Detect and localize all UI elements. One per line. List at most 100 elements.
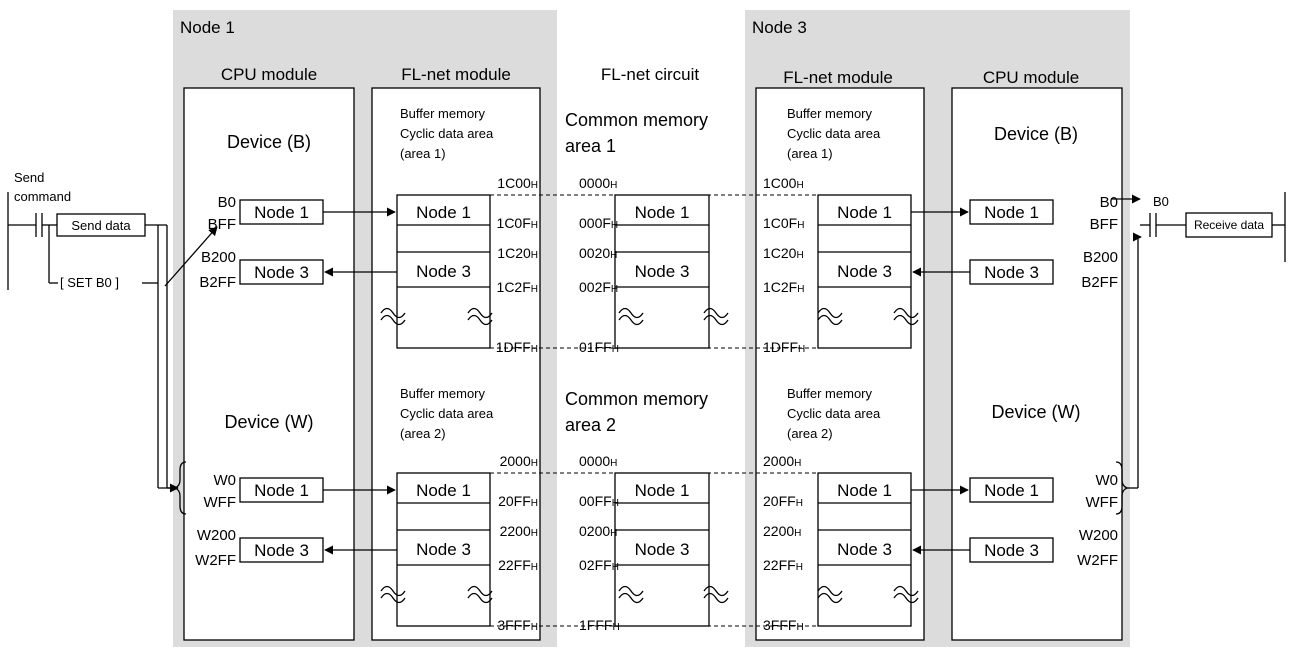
ladder-right: B0 Receive data xyxy=(1112,192,1286,489)
node3-dev-area2-2: W200 xyxy=(1079,527,1118,544)
node3-buffer-label-area1: Buffer memory Cyclic data area (area 1) xyxy=(787,106,881,161)
node3-fl-title: FL-net module xyxy=(783,68,893,87)
common-area2-break-right xyxy=(703,585,729,597)
svg-text:Cyclic data area: Cyclic data area xyxy=(787,126,881,141)
node1-buffer-label-area1: Buffer memory Cyclic data area (area 1) xyxy=(400,106,494,161)
common-area1-break-right xyxy=(703,314,729,326)
common-addr-area2-2: 0200H xyxy=(579,523,617,539)
node3-fl-area2-block xyxy=(817,472,912,627)
node3-dev-area1-3: B2FF xyxy=(1081,274,1118,291)
node1-fl-area1-break-right xyxy=(467,314,493,326)
common-area2-label-1: Common memory xyxy=(565,389,708,409)
set-b0-label: [ SET B0 ] xyxy=(60,275,119,290)
svg-text:Buffer memory: Buffer memory xyxy=(787,106,873,121)
node1-cpu-area1-node1-label: Node 1 xyxy=(254,203,309,222)
send-data-label: Send data xyxy=(71,218,131,233)
svg-text:Buffer memory: Buffer memory xyxy=(787,386,873,401)
node1-fl-title: FL-net module xyxy=(401,65,511,84)
node1-fl-area1-cell-3: Node 3 xyxy=(416,262,471,281)
node3-cpu-area1-node3-label: Node 3 xyxy=(984,263,1039,282)
common-area1-label-1: Common memory xyxy=(565,110,708,130)
common-area2-break-left xyxy=(618,592,644,604)
node1-dev-area1-3: B2FF xyxy=(199,274,236,291)
send-command-label-1: Send xyxy=(14,170,44,185)
node1-buffer-label-area2: Buffer memory Cyclic data area (area 2) xyxy=(400,386,494,441)
node1-fl-area2-break-right xyxy=(467,585,493,597)
node3-cpu-area2-node3 xyxy=(969,537,1054,563)
node1-fl-area1-block xyxy=(396,194,491,349)
node1-addr-area2-1: 20FFH xyxy=(498,493,538,509)
node3-cpu-title: CPU module xyxy=(983,68,1079,87)
node3-dev-area2-3: W2FF xyxy=(1077,552,1118,569)
svg-text:Buffer memory: Buffer memory xyxy=(400,386,486,401)
node3-fl-area2-cell-0: Node 1 xyxy=(837,481,892,500)
node3-device-w: Device (W) xyxy=(992,402,1081,422)
common-addr-area1-1: 000FH xyxy=(579,215,618,231)
node1-fl-area1-cell-0: Node 1 xyxy=(416,203,471,222)
send-command-label-2: command xyxy=(14,189,71,204)
node1-cpu-area1-node3-label: Node 3 xyxy=(254,263,309,282)
node1-fl-area2-break-left xyxy=(380,592,406,604)
node1-dev-area1-0: B0 xyxy=(218,194,236,211)
node1-cpu-area2-node3-label: Node 3 xyxy=(254,541,309,560)
node1-addr-area2-3: 22FFH xyxy=(498,557,538,573)
svg-text:Buffer memory: Buffer memory xyxy=(400,106,486,121)
node3-cpu-area2-node3-label: Node 3 xyxy=(984,541,1039,560)
node3-cpu-area1-node1-label: Node 1 xyxy=(984,203,1039,222)
node3-addr-area2-3: 22FFH xyxy=(763,557,803,573)
node3-buffer-label-area2: Buffer memory Cyclic data area (area 2) xyxy=(787,386,881,441)
svg-text:(area 1): (area 1) xyxy=(400,146,446,161)
node3-addr-area2-1: 20FFH xyxy=(763,493,803,509)
node1-addr-area2-4: 3FFFH xyxy=(497,617,538,633)
common-area1-break-left xyxy=(618,314,644,326)
node1-dev-area1-1: BFF xyxy=(208,216,236,233)
node1-addr-area1-2: 1C20H xyxy=(497,245,538,261)
node3-fl-area1-break-right xyxy=(893,314,919,326)
common-addr-area1-4: 01FFH xyxy=(579,339,619,355)
node1-dev-area2-1: WFF xyxy=(204,494,236,511)
circuit-title: FL-net circuit xyxy=(601,65,700,84)
node3-addr-area1-3: 1C2FH xyxy=(763,279,804,295)
common-area1-block xyxy=(614,194,710,349)
svg-text:Cyclic data area: Cyclic data area xyxy=(787,406,881,421)
node1-addr-area1-4: 1DFFH xyxy=(496,339,538,355)
common-addr-area2-1: 00FFH xyxy=(579,493,619,509)
node1-device-w: Device (W) xyxy=(225,412,314,432)
node3-fl-area1-break-left xyxy=(817,307,843,319)
common-area2-break-left xyxy=(618,585,644,597)
node3-cpu-area1-node1 xyxy=(969,199,1054,225)
receive-data-box xyxy=(1185,212,1273,238)
node3-dev-area1-2: B200 xyxy=(1083,249,1118,266)
node3-dev-area2-0: W0 xyxy=(1096,472,1119,489)
node3-addr-area1-0: 1C00H xyxy=(763,175,804,191)
node3-addr-area2-0: 2000H xyxy=(763,453,801,469)
node1-fl-area2-break-right xyxy=(467,592,493,604)
node1-addr-area2-0: 2000H xyxy=(500,453,538,469)
node1-addr-area1-1: 1C0FH xyxy=(497,215,538,231)
node3-addr-area2-2: 2200H xyxy=(763,523,801,539)
node1-fl-area1-break-right xyxy=(467,307,493,319)
node1-fl-area1-break-left xyxy=(380,314,406,326)
common-addr-area1-0: 0000H xyxy=(579,175,617,191)
common-addr-area1-3: 002FH xyxy=(579,279,618,295)
svg-text:(area 1): (area 1) xyxy=(787,146,833,161)
memory-blocks-layer: Node 1 Node 3 Node 1 Node 3 Node 1 Node 3 1C00… xyxy=(173,175,1129,633)
svg-text:Cyclic data area: Cyclic data area xyxy=(400,406,494,421)
node3-cpu-area2-node1-label: Node 1 xyxy=(984,481,1039,500)
svg-text:Cyclic data area: Cyclic data area xyxy=(400,126,494,141)
node3-cpu-area2-node1 xyxy=(969,477,1054,503)
node1-title: Node 1 xyxy=(180,18,235,37)
node1-fl-area2-break-left xyxy=(380,585,406,597)
node3-addr-area1-1: 1C0FH xyxy=(763,215,804,231)
node1-cpu-area2-node3 xyxy=(239,537,324,563)
node3-fl-area2-break-right xyxy=(893,585,919,597)
node1-fl-area2-cell-3: Node 3 xyxy=(416,540,471,559)
node3-fl-area1-cell-3: Node 3 xyxy=(837,262,892,281)
node1-dev-area2-2: W200 xyxy=(197,527,236,544)
node3-cpu-area1-node3 xyxy=(969,259,1054,285)
node3-addr-area2-4: 3FFFH xyxy=(763,617,804,633)
node3-dev-area2-1: WFF xyxy=(1086,494,1118,511)
node1-addr-area2-2: 2200H xyxy=(500,523,538,539)
right-contact-label: B0 xyxy=(1153,194,1169,209)
node3-fl-area1-cell-0: Node 1 xyxy=(837,203,892,222)
